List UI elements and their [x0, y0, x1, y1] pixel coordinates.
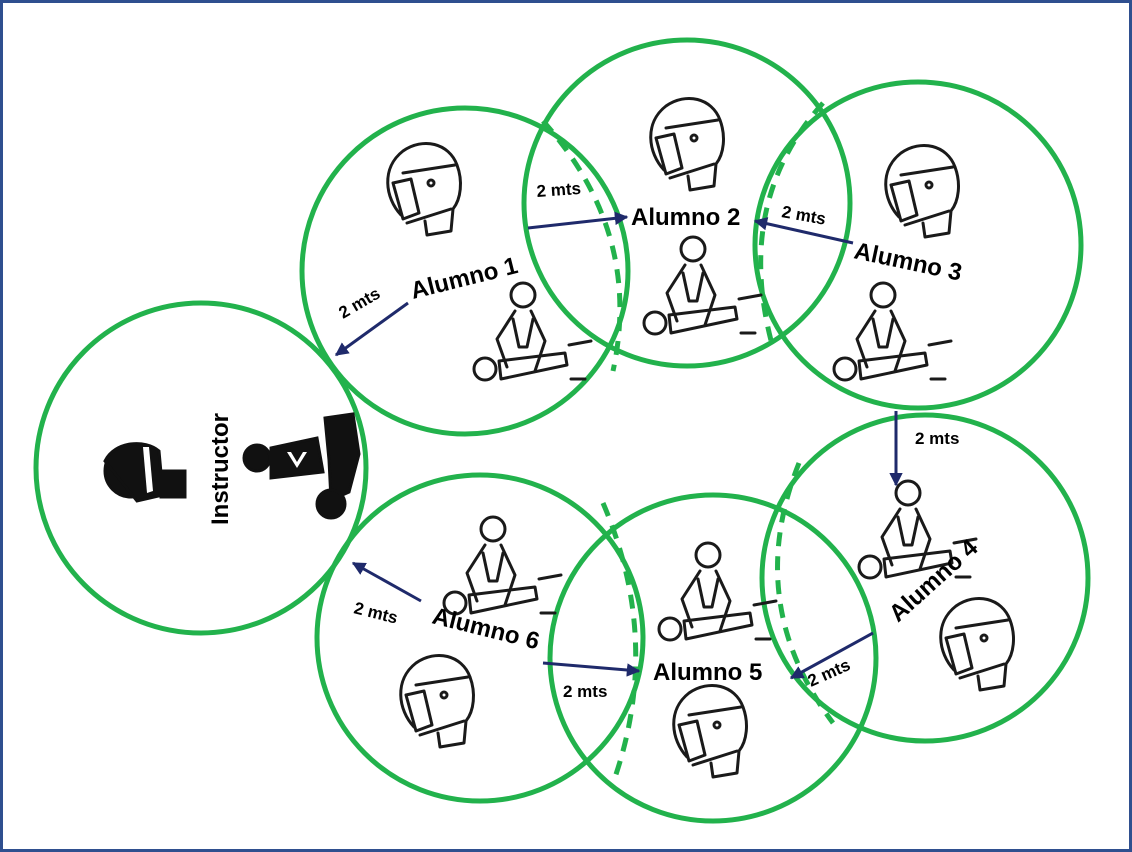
masked-head-icon — [649, 96, 725, 192]
cpr-figure-icon — [442, 515, 563, 616]
distance-label: 2 mts — [336, 284, 384, 323]
distance-label: 2 mts — [352, 598, 400, 627]
masked-head-icon — [672, 683, 748, 779]
instructor-cpr-icon — [242, 412, 361, 520]
distance-label: 2 mts — [780, 202, 827, 228]
overlap-arc-1-2 — [541, 119, 623, 372]
masked-head-icon — [399, 653, 475, 749]
distance-label: 2 mts — [563, 682, 607, 701]
masked-head-icon — [386, 141, 462, 237]
distance-label: 2 mts — [536, 179, 582, 201]
diagram-canvas: Alumno 1 Alumno 2 Alumno 3 Alumno 4 Alum… — [33, 37, 1091, 824]
zone-alumno5 — [547, 492, 879, 824]
label-alumno1: Alumno 1 — [408, 252, 521, 305]
overlap-arc-4-5 — [775, 462, 836, 725]
zone-alumno6 — [314, 472, 646, 804]
zone-alumno1 — [299, 105, 631, 437]
overlap-arc-2-3 — [758, 101, 825, 349]
face-shield-icon — [103, 442, 187, 503]
cpr-figure-icon — [642, 235, 763, 336]
arrow-a6-a5 — [542, 661, 641, 677]
cpr-figure-icon — [472, 281, 593, 382]
label-alumno2: Alumno 2 — [631, 204, 740, 231]
arrow-a6-instructor — [351, 561, 422, 603]
zone-alumno2 — [521, 37, 853, 369]
arrow-a1-a2 — [527, 211, 629, 230]
arrow-a3-a2 — [753, 217, 854, 245]
overlap-arc-5-6 — [600, 502, 639, 784]
arrow-a1-instructor — [334, 301, 409, 357]
distance-label: 2 mts — [915, 429, 959, 448]
label-alumno4: Alumno 4 — [884, 534, 984, 628]
zone-instructor — [33, 300, 369, 636]
distance-label: 2 mts — [805, 655, 853, 690]
zone-alumno3 — [752, 79, 1084, 411]
zone-alumno4 — [759, 412, 1091, 744]
label-instructor: Instructor — [207, 413, 234, 525]
label-alumno3: Alumno 3 — [852, 237, 965, 286]
masked-head-icon — [884, 143, 960, 239]
label-alumno5: Alumno 5 — [653, 659, 762, 686]
cpr-figure-icon — [657, 541, 778, 642]
arrow-a4-a5 — [789, 631, 874, 680]
masked-head-icon — [939, 596, 1015, 692]
cpr-figure-icon — [832, 281, 953, 382]
